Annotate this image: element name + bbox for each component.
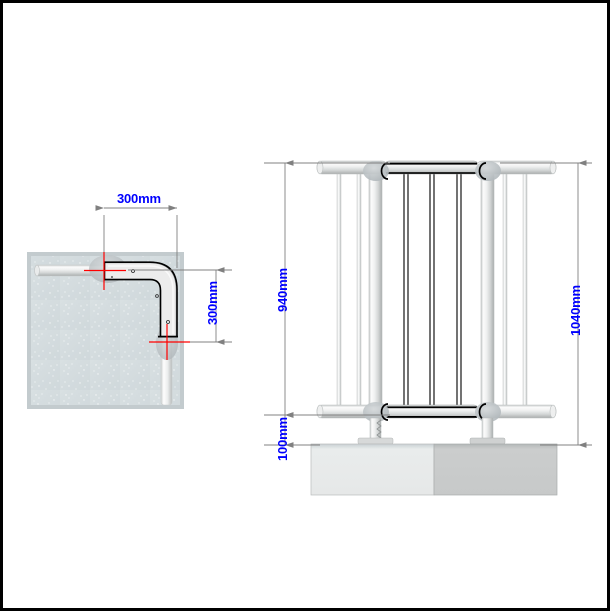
- top-rail-center: [384, 160, 479, 175]
- rail-end-cap-right: [549, 160, 557, 175]
- dimension-label-1040mm: 1040mm: [568, 285, 583, 336]
- dimension-label-940mm: 940mm: [275, 268, 290, 312]
- baluster-bars-right: [502, 167, 528, 412]
- baluster-bars-center: [403, 165, 462, 413]
- dimension-label-300mm-horizontal: 300mm: [117, 191, 161, 206]
- rail-end-cap-right: [549, 404, 557, 419]
- post-right: [480, 169, 495, 416]
- post-left: [368, 169, 383, 416]
- flange-left: [357, 417, 394, 445]
- tube-end-cap-left: [34, 264, 40, 277]
- dimension-100mm: [264, 412, 320, 448]
- base-plinth: [310, 443, 558, 496]
- joint-collar-bottom-left: [363, 402, 389, 422]
- centerline-marker-bottom: [149, 324, 190, 360]
- rail-end-cap-left: [316, 404, 324, 419]
- fastener-marks: [111, 269, 170, 324]
- base-plinth-left: [310, 443, 435, 496]
- rail-end-cap-left: [316, 160, 324, 175]
- front-elevation-group: [264, 160, 592, 496]
- dimension-label-300mm-vertical: 300mm: [205, 281, 220, 325]
- dimension-label-100mm: 100mm: [275, 417, 290, 461]
- dimension-1040mm: [500, 160, 592, 448]
- base-plinth-right: [433, 443, 558, 496]
- baluster-bars-left: [336, 167, 362, 412]
- joint-collar-top-right: [475, 161, 501, 181]
- centerline-marker-left: [84, 252, 126, 290]
- top-view-group: [27, 205, 232, 409]
- flange-right: [469, 417, 506, 445]
- joint-collar-top-left: [363, 161, 389, 181]
- bottom-rail-center: [384, 404, 479, 419]
